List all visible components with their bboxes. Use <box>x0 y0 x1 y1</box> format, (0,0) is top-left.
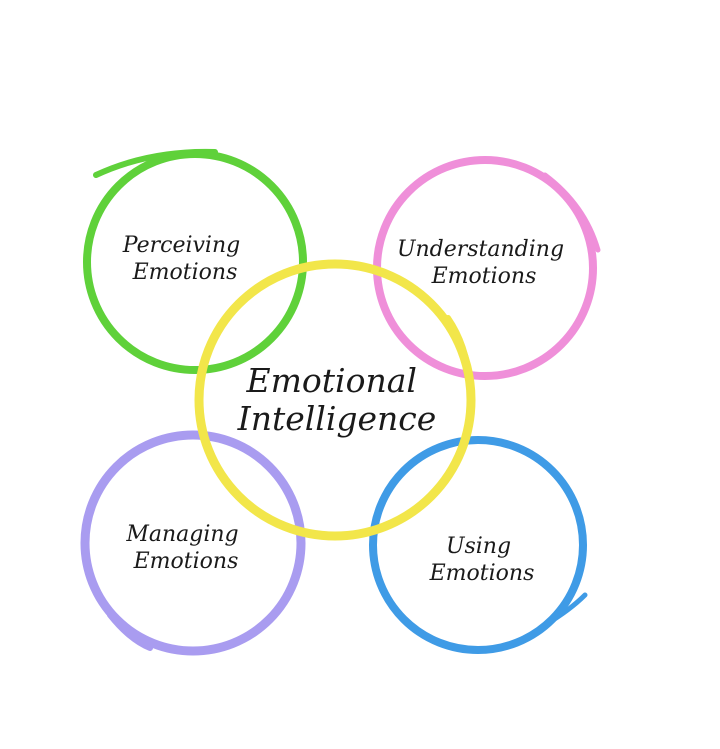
understanding-label: Understanding Emotions <box>397 237 571 289</box>
using-ring-tail <box>542 592 588 628</box>
emotional-intelligence-node: Emotional Intelligence <box>194 259 476 541</box>
using-label-line2: Emotions <box>429 561 535 586</box>
center-label-line1: Emotional <box>246 361 417 400</box>
managing-ring-tail <box>107 612 153 651</box>
center-ring-tail <box>445 315 473 398</box>
perceiving-ring-tail <box>93 148 218 178</box>
managing-label: Managing Emotions <box>125 522 245 574</box>
understanding-label-line2: Emotions <box>431 264 537 289</box>
understanding-label-line1: Understanding <box>397 237 564 262</box>
center-label-line2: Intelligence <box>237 399 437 438</box>
using-emotions-node: Using Emotions <box>369 436 588 654</box>
using-ring <box>369 436 587 654</box>
center-label: Emotional Intelligence <box>237 361 437 438</box>
perceiving-label: Perceiving Emotions <box>122 233 247 285</box>
perceiving-emotions-node: Perceiving Emotions <box>83 148 307 374</box>
managing-label-line1: Managing <box>125 522 238 547</box>
using-label: Using Emotions <box>429 534 535 586</box>
managing-emotions-node: Managing Emotions <box>80 430 306 656</box>
center-ring <box>194 259 476 541</box>
managing-label-line2: Emotions <box>133 549 239 574</box>
perceiving-label-line2: Emotions <box>132 260 238 285</box>
understanding-ring-tail <box>542 172 601 253</box>
perceiving-label-line1: Perceiving <box>122 233 240 258</box>
managing-ring <box>80 430 306 656</box>
using-label-line1: Using <box>446 534 511 559</box>
understanding-emotions-node: Understanding Emotions <box>373 156 601 380</box>
